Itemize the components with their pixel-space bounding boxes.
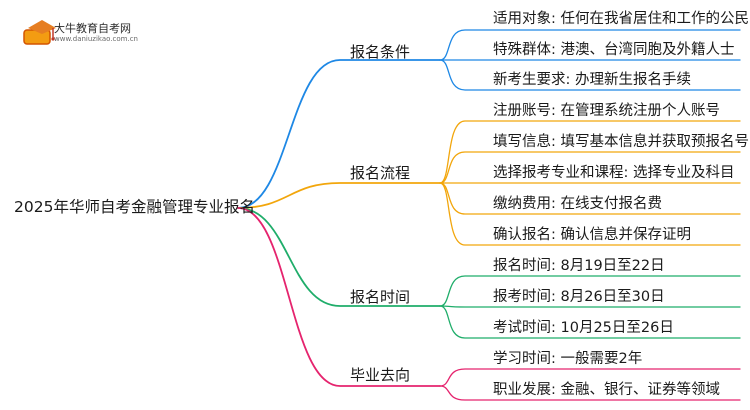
logo-name: 大牛教育自考网 <box>54 22 131 35</box>
leaf-graduation-1: 学习时间: 一般需要2年 <box>493 351 643 367</box>
leaf-process-1: 注册账号: 在管理系统注册个人账号 <box>493 103 720 119</box>
leaf-conditions-3: 新考生要求: 办理新生报名手续 <box>493 72 691 88</box>
leaf-process-4: 缴纳费用: 在线支付报名费 <box>493 196 662 212</box>
branch-label-graduation: 毕业去向 <box>350 366 411 384</box>
connector-conditions-leaf-3 <box>439 59 741 91</box>
connector-conditions-leaf-1 <box>439 29 741 61</box>
connector-time-leaf-1 <box>439 275 741 307</box>
leaf-conditions-1: 适用对象: 任何在我省居住和工作的公民 <box>493 11 749 27</box>
leaf-process-2: 填写信息: 填写基本信息并获取预报名号 <box>493 134 749 150</box>
leaf-time-2: 报考时间: 8月26日至30日 <box>493 289 665 305</box>
branch-label-process: 报名流程 <box>350 164 411 182</box>
graduation-cap-icon <box>23 20 56 45</box>
connector-graduation-leaf-1 <box>439 368 741 387</box>
connector-root-graduation <box>237 207 441 387</box>
connector-root-conditions <box>237 59 441 209</box>
connector-root-time <box>237 207 441 307</box>
connector-process-leaf-1 <box>439 120 741 184</box>
leaf-time-3: 考试时间: 10月25日至26日 <box>493 320 674 336</box>
connector-graduation-leaf-2 <box>439 385 741 401</box>
leaf-graduation-2: 职业发展: 金融、银行、证券等领域 <box>493 382 720 398</box>
leaf-conditions-2: 特殊群体: 港澳、台湾同胞及外籍人士 <box>493 42 735 58</box>
logo-url: www.daniuzikao.com.cn <box>54 35 138 43</box>
site-logo <box>20 14 180 54</box>
leaf-process-5: 确认报名: 确认信息并保存证明 <box>493 227 691 243</box>
connector-time-leaf-2 <box>439 305 741 308</box>
connector-process-leaf-5 <box>439 182 741 246</box>
root-topic: 2025年华师自考金融管理专业报名 <box>14 198 255 216</box>
connector-process-leaf-2 <box>439 151 741 184</box>
connector-root-process <box>237 182 441 209</box>
leaf-process-3: 选择报考专业和课程: 选择专业及科目 <box>493 165 735 181</box>
branch-label-conditions: 报名条件 <box>350 43 411 61</box>
connector-time-leaf-3 <box>439 305 741 339</box>
branch-label-time: 报名时间 <box>350 288 411 306</box>
leaf-time-1: 报名时间: 8月19日至22日 <box>493 258 665 274</box>
